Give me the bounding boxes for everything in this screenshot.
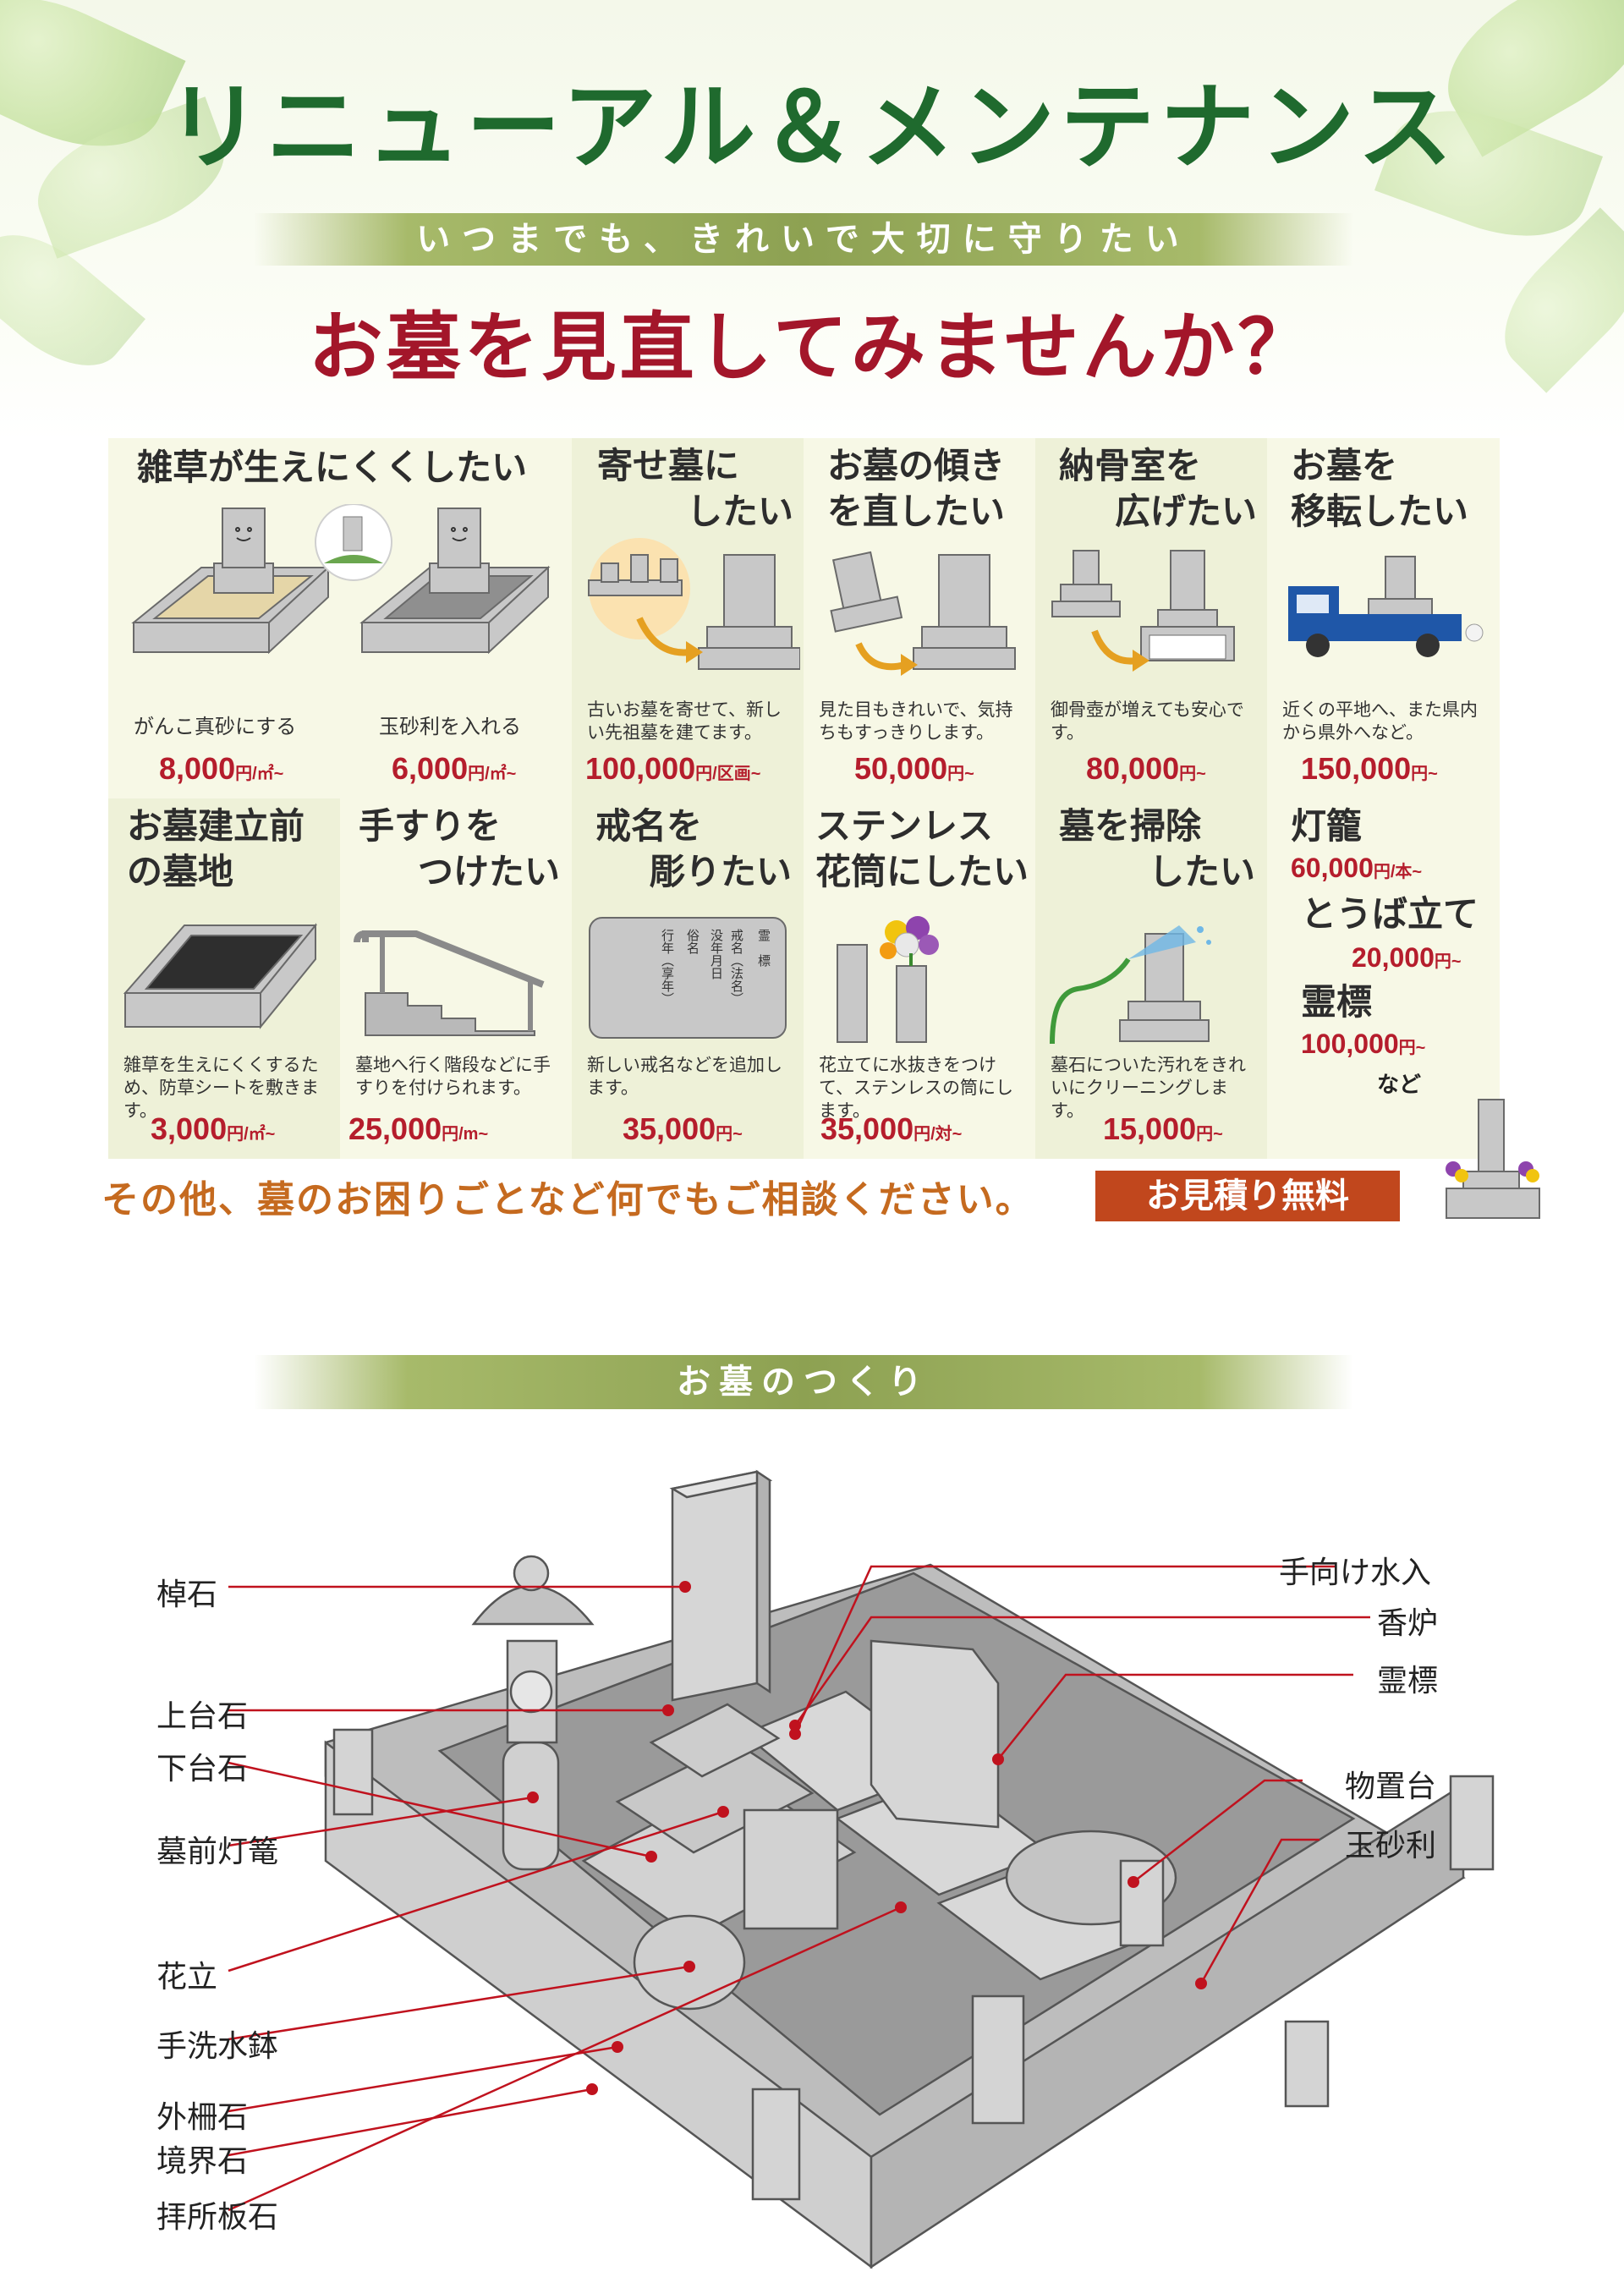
structure-title: お墓のつくり [677,1362,930,1402]
plaque-illustration: 霊 標 戒名（法名） 没年月日 俗名 行年（享年） [589,917,787,1039]
service-price: 3,000円/㎡~ [151,1111,276,1146]
service-relocate: お墓を 移転したい 近くの平地へ、また県内から県外へなど。 150,000円~ [1267,438,1499,798]
label-boundary-stone: 境界石 [156,2144,249,2179]
tilt-illustration [830,551,1016,676]
service-title-l1: お墓の傾き [827,445,1006,486]
weed-desc-a: がんこ真砂にする [134,715,297,738]
service-title-l2: つけたい [417,851,560,892]
service-desc: 見た目もきれいで、気持ちもすっきりします。 [819,700,1013,743]
service-preground: お墓建立前 の墓地 雑草を生えにくくするため、防草シートを敷きます。 3,000… [108,798,340,1159]
cleaning-illustration [1050,925,1211,1045]
label-gravel: 玉砂利 [1345,1829,1437,1863]
services-grid: 雑草が生えにくくしたい がんこ [108,438,1500,1159]
plaque-text: 行年（享年） [660,929,675,1005]
service-title-l2: を直したい [827,491,1006,532]
service-price: 50,000円~ [854,751,974,786]
misc-item-lantern: 灯籠 [1291,805,1363,847]
service-title-l1: 納骨室を [1059,445,1202,486]
service-desc: 墓地へ行く階段などに手すりを付けられます。 [355,1055,551,1098]
small-grave-illustration [1446,1099,1540,1219]
subtitle: いつまでも、きれいで大切に守りたい [416,219,1191,259]
service-title-l1: ステンレス [815,805,994,847]
misc-item-plaque: 霊標 [1301,981,1373,1023]
label-storage-stand: 物置台 [1345,1769,1437,1804]
service-title-l1: お墓建立前 [127,805,305,847]
plaque-text: 没年月日 [709,929,724,979]
label-kamidaiishi: 上台石 [156,1699,249,1734]
weed-price-a: 8,000円/㎡~ [159,751,284,786]
misc-price-lantern: 60,000円/本~ [1291,853,1423,883]
handrail-illustration [354,930,545,1036]
plaque-text: 戒名（法名） [729,929,744,1005]
service-ossuary: 納骨室を 広げたい 御骨壺が増えても安心です。 80,000円~ [1035,438,1267,798]
service-title-l2: の墓地 [127,851,234,892]
label-reihyo: 霊標 [1377,1664,1439,1698]
weed-price-b: 6,000円/㎡~ [392,751,517,786]
service-price: 25,000円/m~ [348,1111,489,1146]
vase-illustration [837,916,939,1043]
service-desc: 新しい戒名などを追加します。 [587,1055,782,1098]
grave-structure-diagram [228,1469,1495,2269]
consolidate-illustration [588,538,800,670]
label-saoishi: 棹石 [156,1577,218,1612]
service-engrave: 戒名を 彫りたい 霊 標 戒名（法名） 没年月日 俗名 行年（享年） 新しい戒名… [572,798,804,1159]
label-hanatate: 花立 [156,1960,218,1994]
service-price: 15,000円~ [1103,1111,1223,1146]
service-price: 100,000円/区画~ [585,751,761,786]
label-outer-fence: 外柵石 [156,2100,249,2135]
label-water-holder: 手向け水入 [1279,1555,1432,1590]
page-title: リニューアル＆メンテナンス [166,72,1458,183]
misc-price-plaque: 100,000円~ [1301,1029,1426,1059]
service-stainless: ステンレス 花筒にしたい 花立てに水抜きをつけて、ステンレスの筒にします。 35… [804,798,1035,1159]
service-title-l2: したい [686,491,793,532]
preground-illustration [123,923,318,1029]
service-title-l1: 寄せ墓に [597,445,740,486]
consult-text: その他、墓のお困りごとなど何でもご相談ください。 [102,1178,1034,1221]
service-desc: 御骨壺が増えても安心です。 [1051,700,1244,743]
service-title-l1: 戒名を [595,805,703,847]
service-title-l1: 手すりを [359,805,502,847]
service-desc: 近くの平地へ、また県内から県外へなど。 [1282,700,1478,743]
truck-illustration [1288,556,1484,657]
service-price: 35,000円/対~ [820,1111,963,1146]
structure-band: お墓のつくり [254,1355,1353,1409]
service-title-l2: 広げたい [1114,491,1257,532]
service-handrail: 手すりを つけたい 墓地へ行く階段などに手すりを付けられます。 25,000円/… [340,798,572,1159]
service-consolidate: 寄せ墓に したい 古いお墓を寄せて、新しい先祖墓を建てます。 100,000円/… [572,438,804,798]
free-estimate-badge: お見積り無料 [1095,1171,1400,1221]
label-shimodaiishi: 下台石 [156,1752,249,1786]
service-title-l2: 彫りたい [649,851,792,892]
service-desc: 墓石についた汚れをきれいにクリーニングします。 [1051,1055,1246,1121]
label-lantern: 墓前灯篭 [156,1835,279,1869]
service-desc: 花立てに水抜きをつけて、ステンレスの筒にします。 [819,1055,1013,1121]
service-title-l2: したい [1148,851,1255,892]
misc-price-toba: 20,000円~ [1352,942,1462,973]
misc-note: など [1377,1073,1422,1098]
subtitle-band: いつまでも、きれいで大切に守りたい [254,213,1353,266]
service-title: 雑草が生えにくくしたい [137,447,528,488]
misc-item-toba: とうば立て [1301,893,1479,935]
service-tilt: お墓の傾き を直したい 見た目もきれいで、気持ちもすっきりします。 50,000… [804,438,1035,798]
service-weed: 雑草が生えにくくしたい がんこ [108,438,572,798]
service-title-l1: 墓を掃除 [1059,805,1202,847]
label-incense-burner: 香炉 [1377,1606,1439,1641]
plaque-text: 俗名 [685,929,700,954]
service-misc: 灯籠 60,000円/本~ とうば立て 20,000円~ 霊標 100,000円… [1267,798,1499,1159]
ossuary-illustration [1051,550,1235,672]
label-washbasin: 手洗水鉢 [156,2029,279,2064]
service-cleaning: 墓を掃除 したい 墓石についた汚れをきれいにクリーニングします。 15,000円… [1035,798,1267,1159]
headline: お墓を見直してみませんか？ [308,303,1316,391]
service-desc: 雑草を生えにくくするため、防草シートを敷きます。 [123,1055,319,1121]
service-price: 80,000円~ [1086,751,1206,786]
service-desc: 古いお墓を寄せて、新しい先祖墓を建てます。 [587,700,782,743]
weed-illustration [131,504,551,655]
plaque-text: 霊 標 [756,929,771,967]
label-paving-stone: 拝所板石 [156,2200,279,2235]
service-title-l2: 移転したい [1291,491,1469,532]
service-title-l1: お墓を [1291,445,1398,486]
service-title-l2: 花筒にしたい [815,851,1029,892]
service-price: 35,000円~ [623,1111,743,1146]
service-price: 150,000円~ [1301,751,1438,786]
weed-desc-b: 玉砂利を入れる [379,715,521,738]
